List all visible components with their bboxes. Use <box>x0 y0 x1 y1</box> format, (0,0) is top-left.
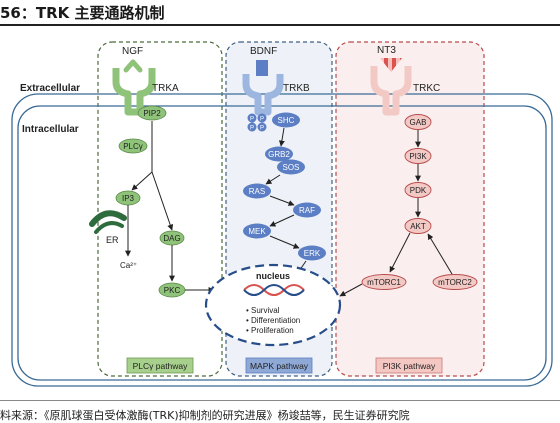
mtorc2-label: mTORC2 <box>438 278 472 287</box>
ca-label: Ca²⁺ <box>120 261 137 270</box>
mek-node <box>243 223 271 239</box>
ip3-label: IP3 <box>122 194 135 203</box>
plcg-node <box>118 138 148 154</box>
pip2-node <box>137 105 167 121</box>
to-ip3-arrow <box>131 171 153 191</box>
mek-label: MEK <box>248 227 266 236</box>
trkc-label: TRKC <box>413 83 440 94</box>
ras-to-raf-arrow <box>269 195 295 206</box>
intracellular-label: Intracellular <box>22 124 79 135</box>
trkc-receptor-icon <box>370 66 412 116</box>
title-rule <box>0 24 560 26</box>
bdnf-label: BDNF <box>250 46 277 57</box>
to-dag-arrow <box>151 171 174 231</box>
ngf-ligand-icon <box>123 59 143 73</box>
shc-to-grb2-arrow <box>278 127 285 147</box>
pi3k-label: PI3K <box>409 152 427 161</box>
pi3k-pathway-badge <box>375 357 443 374</box>
mapk-pathway-badge <box>245 357 313 374</box>
plcg-panel <box>97 41 223 377</box>
ngf-label: NGF <box>122 46 143 57</box>
mapk-pathway-label: MAPK pathway <box>250 361 309 371</box>
nucleus <box>204 263 342 347</box>
trkb-label: TRKB <box>283 83 310 94</box>
ras-node <box>243 183 271 199</box>
mtorc1-label: mTORC1 <box>367 278 401 287</box>
trkb-receptor-icon <box>242 74 284 116</box>
shc-node <box>272 112 300 128</box>
nucleus-item-proliferation: • Proliferation <box>246 326 294 335</box>
mtorc1-to-nucleus-arrow <box>339 283 363 297</box>
erk-label: ERK <box>304 249 321 258</box>
erk-node <box>298 245 326 261</box>
grb2-label: GRB2 <box>268 150 290 159</box>
phospho-group: P P P P <box>247 113 267 132</box>
ras-label: RAS <box>249 187 265 196</box>
gab-node <box>404 114 432 130</box>
raf-node <box>293 202 321 218</box>
plcg-pathway-badge <box>126 357 194 374</box>
raf-label: RAF <box>299 206 315 215</box>
mtorc2-to-akt-arrow <box>427 233 453 275</box>
pi3k-pathway-label: PI3K pathway <box>383 361 436 371</box>
svg-text:P: P <box>250 117 254 123</box>
pdk-node <box>404 182 432 198</box>
sos-node <box>277 159 305 175</box>
mtorc1-node <box>361 274 407 290</box>
nucleus-item-differentiation: • Differentiation <box>246 316 300 325</box>
pip2-label: PIP2 <box>143 109 161 118</box>
shc-label: SHC <box>278 116 295 125</box>
sos-to-ras-arrow <box>265 174 281 185</box>
trka-receptor-icon <box>112 68 156 116</box>
pkc-label: PKC <box>164 286 181 295</box>
raf-to-mek-arrow <box>269 214 295 227</box>
pi3k-node <box>404 148 432 164</box>
mtorc2-node <box>432 274 478 290</box>
extracellular-label: Extracellular <box>20 83 80 94</box>
outer-membrane <box>11 93 553 387</box>
er-icon <box>89 210 127 234</box>
source-note: 料来源：《原肌球蛋白受体激酶(TRK)抑制剂的研究进展》杨竣喆等，民生证券研究院 <box>0 409 410 422</box>
plcg-pathway-label: PLCγ pathway <box>133 361 189 371</box>
trka-label: TRKA <box>152 83 179 94</box>
bdnf-ligand-icon <box>256 60 268 76</box>
inner-membrane <box>17 105 547 381</box>
dag-label: DAG <box>163 234 180 243</box>
mek-to-erk-arrow <box>269 235 300 249</box>
sos-label: SOS <box>283 163 300 172</box>
nt3-label: NT3 <box>377 45 396 56</box>
svg-text:P: P <box>250 126 254 132</box>
nt3-ligand-icon <box>380 58 402 72</box>
akt-label: AKT <box>410 222 426 231</box>
gab-label: GAB <box>410 118 427 127</box>
nucleus-item-survival: • Survival <box>246 306 280 315</box>
plcg-label: PLCγ <box>123 142 143 151</box>
figure-title: 56：TRK 主要通路机制 <box>0 4 165 22</box>
svg-text:P: P <box>260 126 264 132</box>
footer-rule <box>0 400 560 401</box>
grb2-node <box>265 146 293 162</box>
dna-icon <box>243 284 305 296</box>
akt-to-mtorc1-arrow <box>389 232 411 273</box>
nucleus-label: nucleus <box>256 271 290 281</box>
pdk-label: PDK <box>410 186 427 195</box>
svg-text:P: P <box>260 117 264 123</box>
er-label: ER <box>106 235 119 245</box>
pi3k-panel <box>335 41 485 377</box>
akt-node <box>404 218 432 234</box>
